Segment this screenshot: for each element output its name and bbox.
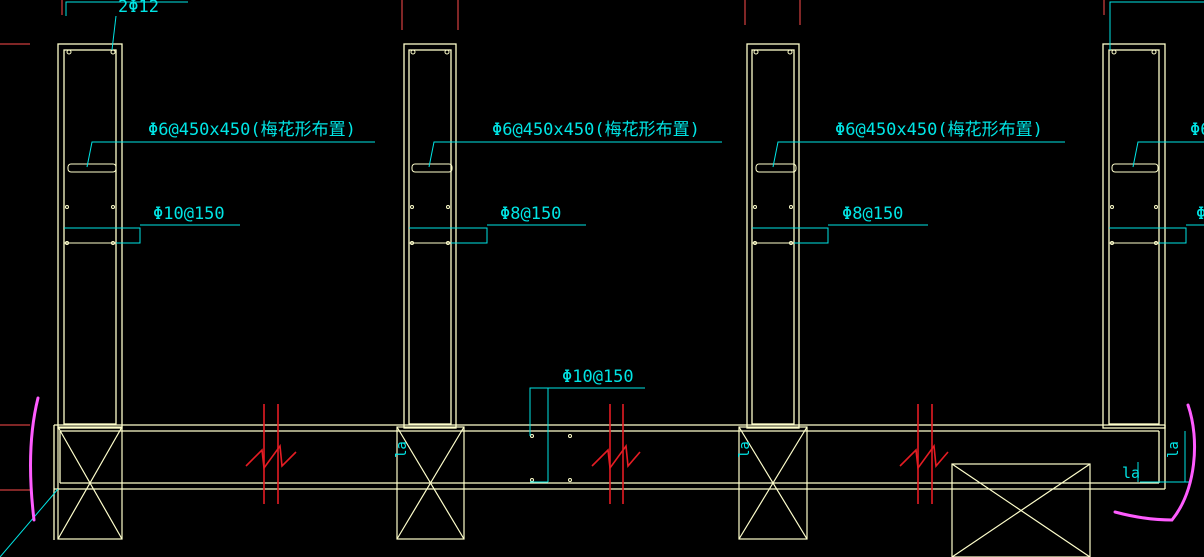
rebar-dots bbox=[65, 49, 1159, 482]
la-label-vertical-2: la bbox=[394, 441, 410, 458]
tie-label-1: Φ6@450x450(梅花形布置) bbox=[148, 120, 356, 140]
wall-3-outer bbox=[746, 43, 800, 429]
break-marks bbox=[245, 404, 949, 504]
tie-label-3: Φ6@450x450(梅花形布置) bbox=[835, 120, 1043, 140]
horiz-rebar-label-4: Φ bbox=[1196, 204, 1204, 224]
wall-2-outer bbox=[403, 43, 457, 429]
horiz-rebar-label-2: Φ8@150 bbox=[500, 204, 561, 224]
wall-3-inner bbox=[751, 49, 795, 425]
tie-label-4: Φ6 bbox=[1190, 120, 1204, 140]
top-rebar-label: 2Φ12 bbox=[118, 0, 159, 17]
markup-brackets bbox=[29, 396, 1197, 522]
wall-2-inner bbox=[408, 49, 452, 425]
horiz-rebar-label-1: Φ10@150 bbox=[153, 204, 225, 224]
la-label-vertical-3: la bbox=[737, 441, 753, 458]
pile-caps bbox=[57, 426, 1091, 557]
grid-axis-lines bbox=[0, 0, 1105, 491]
la-label-vertical-1: la bbox=[1166, 441, 1182, 458]
wall-4-outer bbox=[1102, 43, 1166, 429]
labels: 2Φ12 Φ6@450x450(梅花形布置) Φ6@450x450(梅花形布置)… bbox=[118, 0, 1204, 482]
horiz-rebar-label-3: Φ8@150 bbox=[842, 204, 903, 224]
beam-rebar-label: Φ10@150 bbox=[562, 367, 634, 387]
wall-1-inner bbox=[63, 49, 117, 425]
la-label-horizontal: la bbox=[1122, 464, 1140, 482]
wall-4-inner bbox=[1108, 49, 1160, 425]
wall-1-outer bbox=[57, 43, 123, 429]
tie-label-2: Φ6@450x450(梅花形布置) bbox=[492, 120, 700, 140]
